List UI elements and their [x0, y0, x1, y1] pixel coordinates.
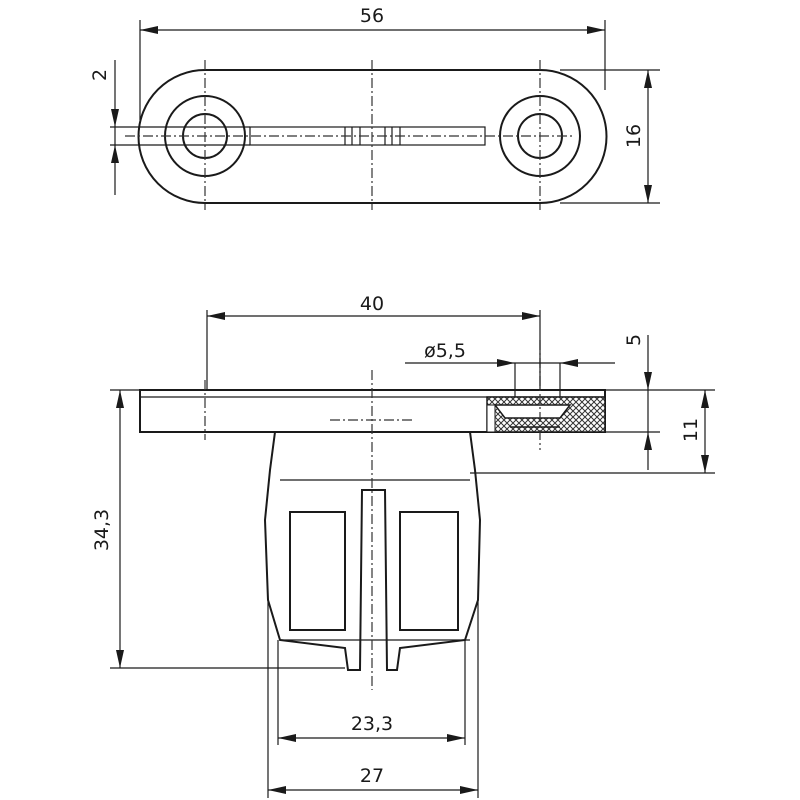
side-view: 40 ø5,5 5 11 34,3 23,3 27 — [91, 293, 715, 798]
plate-outline — [137, 69, 608, 204]
dim-slot-width: 2 — [89, 69, 111, 81]
dim-overall-height: 34,3 — [91, 509, 113, 551]
dim-overall-length: 56 — [360, 5, 384, 27]
dim-width: 16 — [623, 124, 645, 148]
right-window — [399, 511, 459, 631]
dim-hole-diameter: ø5,5 — [424, 340, 466, 362]
centerlines — [125, 60, 575, 210]
dim-inner-width: 23,3 — [351, 713, 393, 735]
top-view: 56 16 2 — [89, 5, 660, 210]
dim-head-height: 11 — [680, 418, 702, 442]
dim-outer-width: 27 — [360, 765, 384, 787]
dim-plate-thickness: 5 — [623, 334, 645, 346]
dim-hole-spacing: 40 — [360, 293, 384, 315]
left-window — [289, 511, 346, 631]
body-outline — [263, 431, 482, 671]
